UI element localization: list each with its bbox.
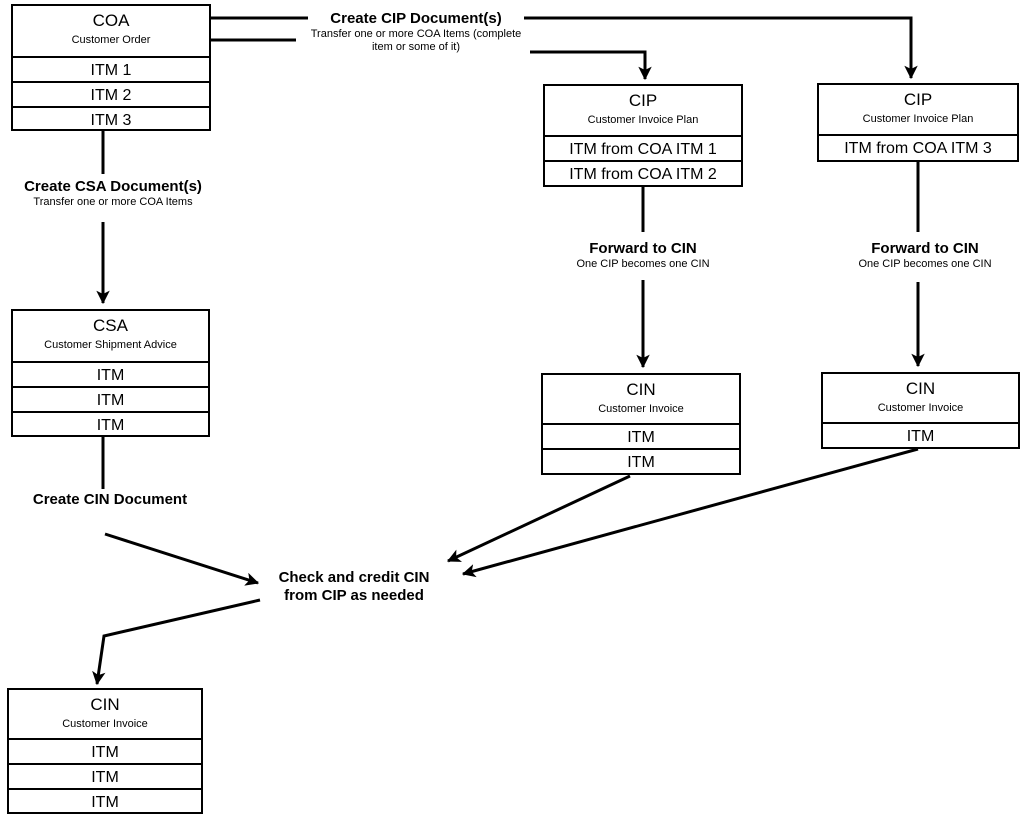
doc-code: CIN: [626, 380, 656, 399]
arrow-cin1-to-check: [446, 474, 631, 563]
cip-document-box-2: CIP Customer Invoice Plan ITM from COA I…: [817, 83, 1019, 162]
label-subtitle: One CIP becomes one CIN: [576, 258, 710, 270]
cip-document-box-1: CIP Customer Invoice Plan ITM from COA I…: [543, 84, 743, 187]
label-create-cin: Create CIN Document: [10, 491, 210, 509]
csa-header: CSA Customer Shipment Advice: [13, 311, 208, 363]
arrow-csa-to-check-cont: [104, 532, 260, 586]
list-item: ITM: [543, 425, 739, 450]
doc-full-name: Customer Shipment Advice: [44, 339, 177, 351]
label-line: Check and credit CIN: [278, 569, 430, 586]
arrow-coa-to-cip-2-cont: [524, 16, 918, 80]
cin-document-box-final: CIN Customer Invoice ITM ITM ITM: [7, 688, 203, 814]
label-line: from CIP as needed: [284, 587, 424, 604]
cin2-header: CIN Customer Invoice: [823, 374, 1018, 424]
label-title: Forward to CIN: [871, 240, 979, 257]
list-item: ITM: [9, 765, 201, 790]
doc-full-name: Customer Invoice Plan: [862, 113, 974, 125]
label-title: Forward to CIN: [589, 240, 697, 257]
doc-code: CIN: [905, 379, 936, 398]
list-item: ITM: [906, 428, 935, 445]
doc-code: CIP: [628, 91, 658, 110]
label-subtitle: Transfer one or more COA Items: [33, 196, 193, 208]
coa-document-box: COA Customer Order ITM 1 ITM 2 ITM 3: [11, 4, 211, 131]
label-check-credit: Check and credit CIN from CIP as needed: [258, 569, 450, 605]
list-item: ITM 2: [13, 83, 209, 108]
doc-code: CSA: [93, 316, 128, 335]
list-item: ITM from COA ITM 2: [569, 166, 717, 183]
label-forward-cin-1: Forward to CIN One CIP becomes one CIN: [563, 240, 723, 271]
label-forward-cin-2: Forward to CIN One CIP becomes one CIN: [843, 240, 1007, 271]
label-subtitle: Transfer one or more COA Items (complete: [310, 28, 522, 40]
doc-full-name: Customer Invoice: [62, 718, 148, 730]
label-subtitle: One CIP becomes one CIN: [858, 258, 992, 270]
doc-full-name: Customer Invoice: [877, 402, 964, 414]
label-title: Create CIP Document(s): [330, 10, 502, 27]
cip2-header: CIP Customer Invoice Plan: [819, 85, 1017, 136]
arrow-cin2-to-check: [461, 447, 919, 578]
label-subtitle: item or some of it): [371, 41, 461, 53]
doc-code: COA: [92, 11, 130, 30]
doc-full-name: Customer Invoice: [598, 403, 684, 415]
final-cin-header: CIN Customer Invoice: [9, 690, 201, 740]
label-title: Create CSA Document(s): [24, 178, 202, 195]
list-item: ITM: [13, 388, 208, 413]
doc-full-name: Customer Invoice Plan: [587, 114, 699, 126]
list-item: ITM: [91, 794, 119, 811]
cip1-header: CIP Customer Invoice Plan: [545, 86, 741, 137]
list-item: ITM: [13, 363, 208, 388]
list-item: ITM from COA ITM 1: [545, 137, 741, 162]
arrow-check-to-final-cin: [92, 598, 261, 686]
list-item: ITM 3: [90, 112, 132, 129]
list-item: ITM: [9, 740, 201, 765]
label-title: Create CIN Document: [32, 491, 188, 508]
list-item: ITM from COA ITM 3: [844, 140, 992, 157]
label-create-cip: Create CIP Document(s) Transfer one or m…: [288, 10, 544, 54]
list-item: ITM: [96, 417, 125, 434]
cin1-header: CIN Customer Invoice: [543, 375, 739, 425]
cin-document-box-2: CIN Customer Invoice ITM: [821, 372, 1020, 449]
doc-full-name: Customer Order: [71, 34, 151, 46]
coa-header: COA Customer Order: [13, 6, 209, 58]
csa-document-box: CSA Customer Shipment Advice ITM ITM ITM: [11, 309, 210, 437]
arrow-coa-to-cip-1-cont: [530, 50, 652, 81]
list-item: ITM: [627, 454, 655, 471]
doc-code: CIP: [903, 90, 933, 109]
label-create-csa: Create CSA Document(s) Transfer one or m…: [0, 178, 226, 209]
doc-code: CIN: [90, 695, 120, 714]
list-item: ITM 1: [13, 58, 209, 83]
cin-document-box-1: CIN Customer Invoice ITM ITM: [541, 373, 741, 475]
